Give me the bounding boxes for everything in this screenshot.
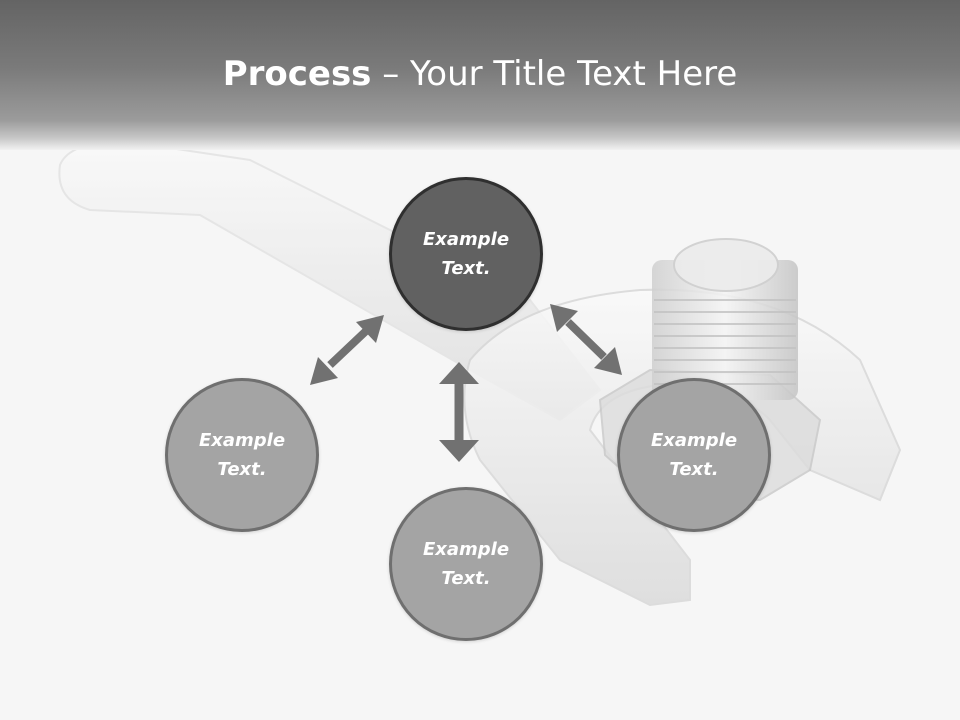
- process-node-bottom-label: Example Text.: [422, 539, 510, 589]
- process-node-left[interactable]: Example Text.: [165, 378, 319, 532]
- title-bar: [0, 0, 960, 150]
- process-node-right-label: Example Text.: [650, 430, 738, 480]
- process-node-top-label: Example Text.: [422, 229, 510, 279]
- slide-title: Process – Your Title Text Here: [0, 52, 960, 96]
- process-node-left-label: Example Text.: [198, 430, 286, 480]
- process-node-bottom[interactable]: Example Text.: [389, 487, 543, 641]
- title-rest-part: – Your Title Text Here: [371, 54, 738, 94]
- process-node-right[interactable]: Example Text.: [617, 378, 771, 532]
- process-node-top[interactable]: Example Text.: [389, 177, 543, 331]
- title-bold-part: Process: [222, 54, 372, 94]
